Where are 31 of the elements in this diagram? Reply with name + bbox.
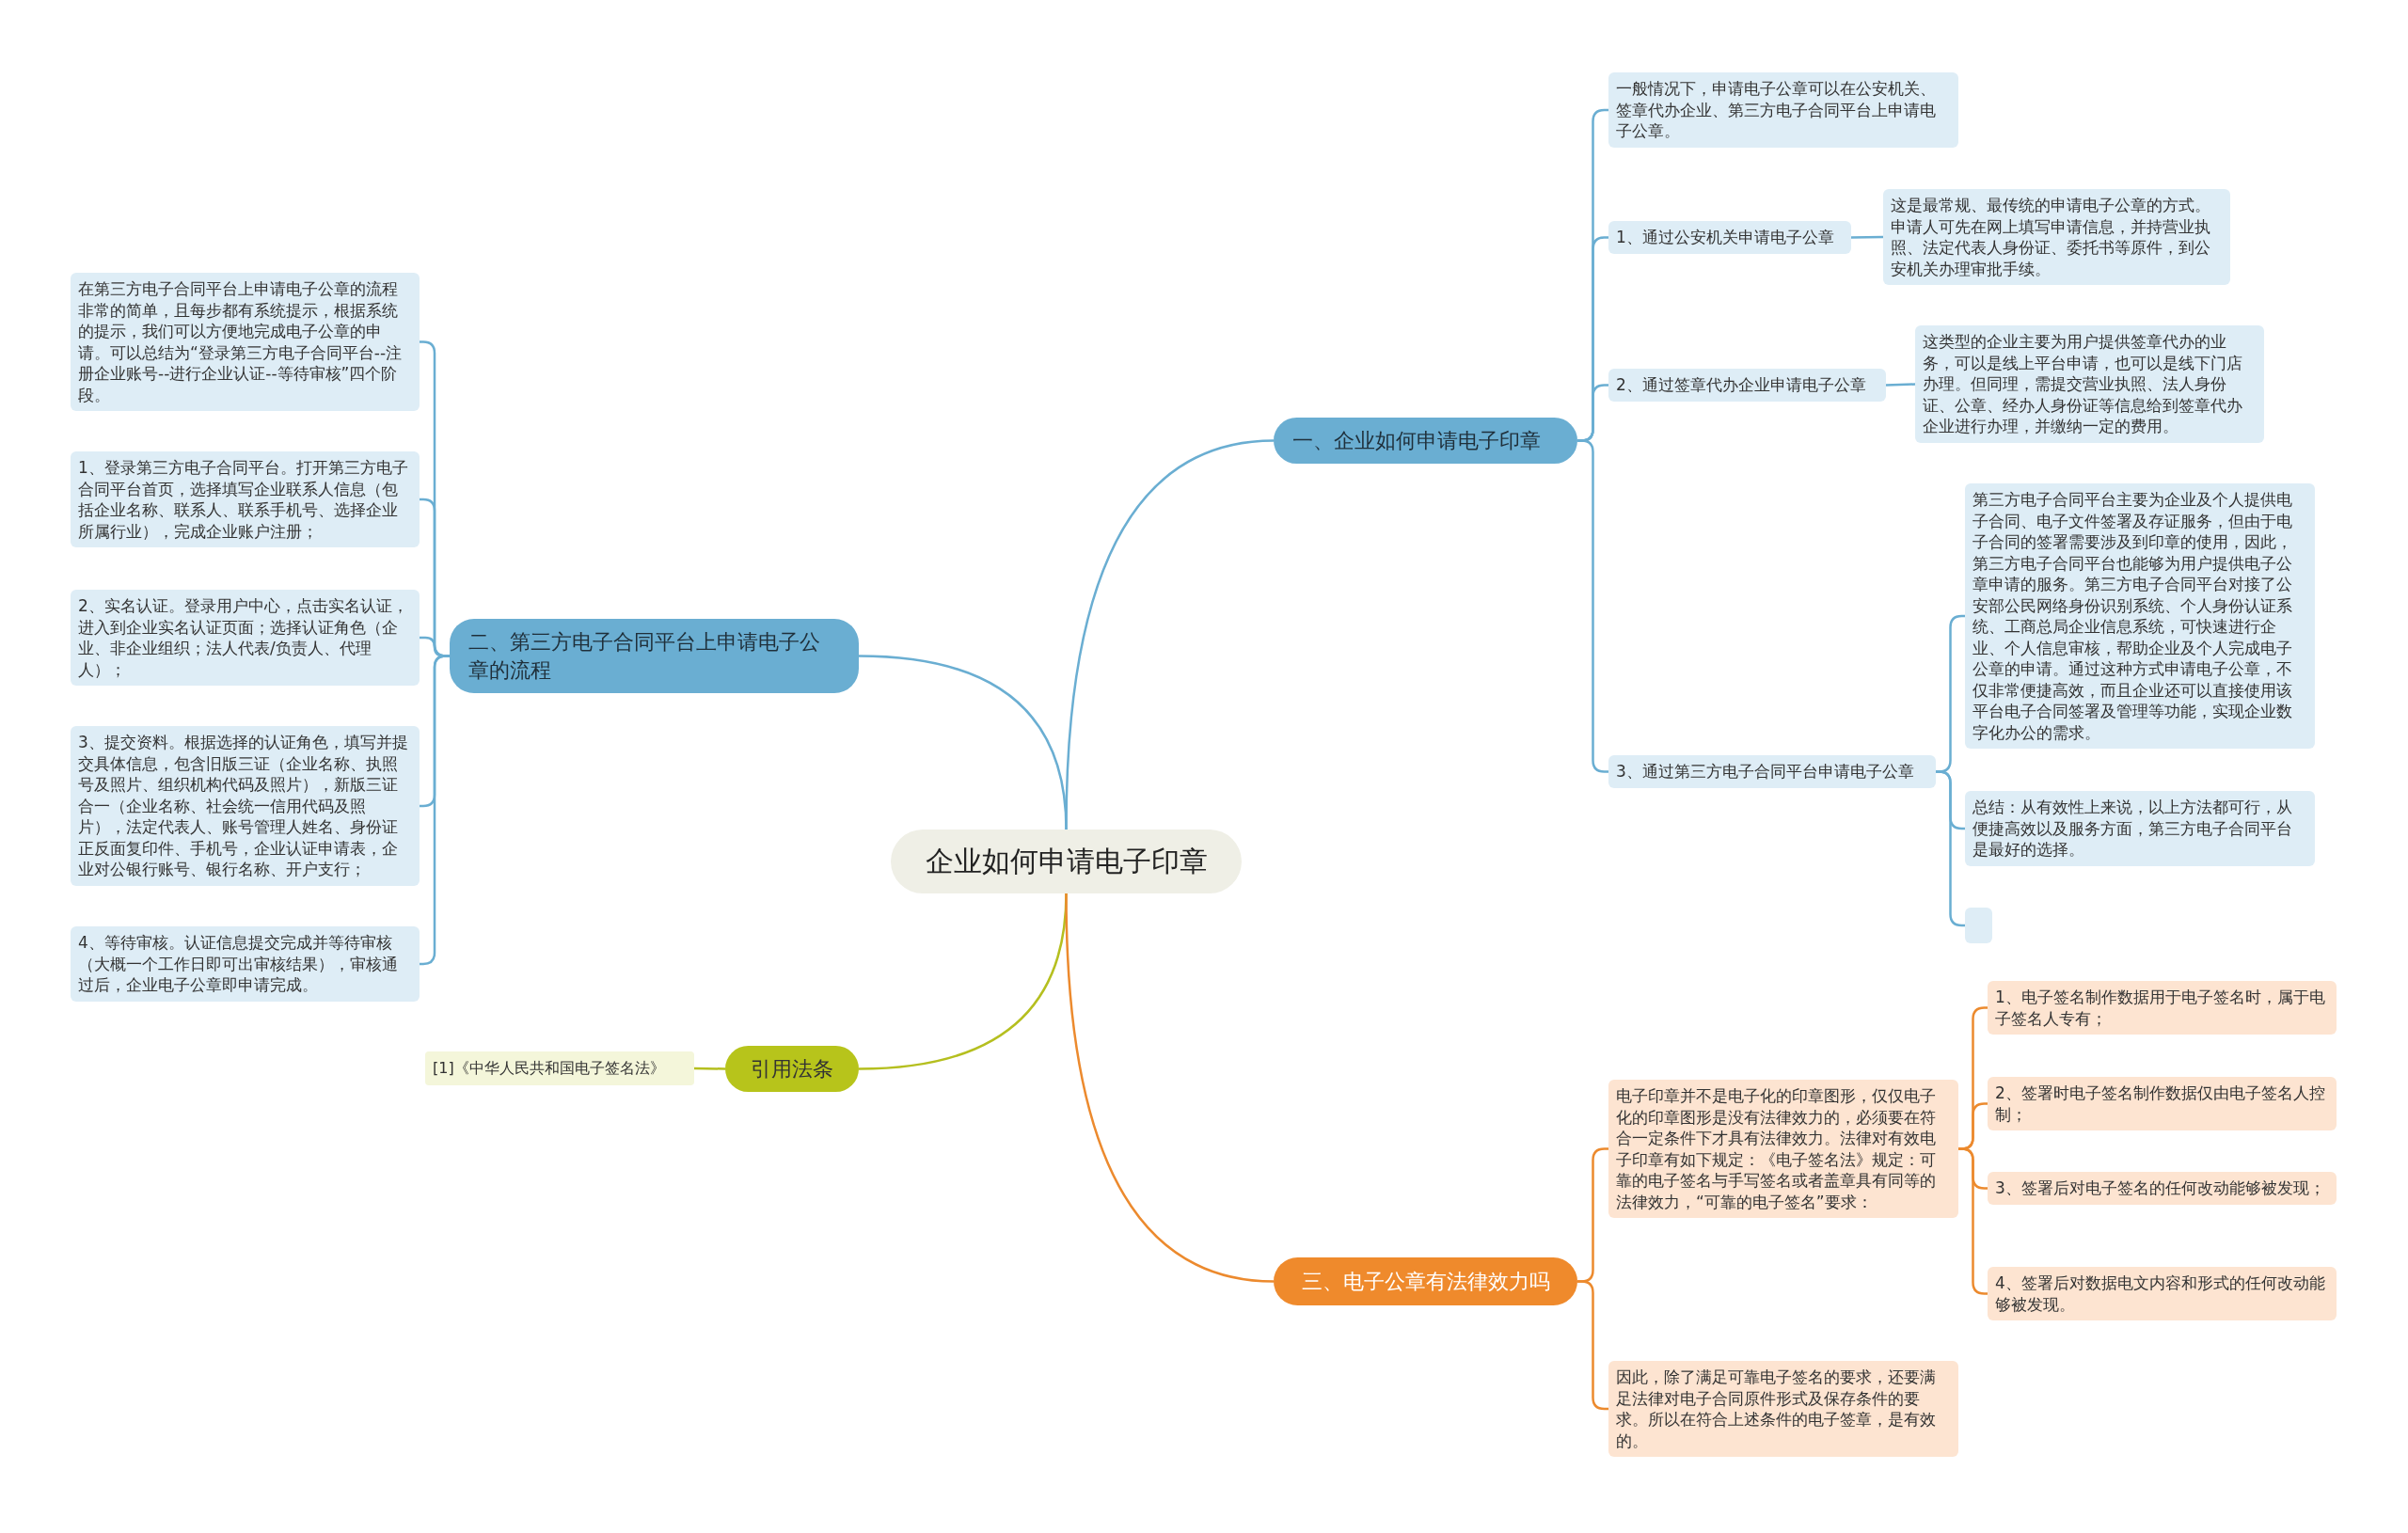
- connector-line: [858, 655, 1068, 830]
- topic-box: 在第三方电子合同平台上申请电子公章的流程非常的简单，且每步都有系统提示，根据系统的提示，我们可以方便地完成电子公章的申请。可以总结为“登录第三方电子合同平台--注册企业账号--进行企业认证--等待审核”四个阶段。: [71, 273, 420, 411]
- connector-line: [1851, 235, 1883, 239]
- topic-box: 这是最常规、最传统的申请电子公章的方式。申请人可先在网上填写申请信息，并持营业执照、法定代表人身份证、委托书等原件，到公安机关办理审批手续。: [1883, 189, 2230, 285]
- topic-box: 这类型的企业主要为用户提供签章代办的业务，可以是线上平台申请，也可以是线下门店办理。但同理，需提交营业执照、法人身份证、公章、经办人身份证等信息给到签章代办企业进行办理，并缴纳一定的费用。: [1915, 325, 2264, 443]
- topic-box: 电子印章并不是电子化的印章图形，仅仅电子化的印章图形是没有法律效力的，必须要在符合一定条件下才具有法律效力。法律对有效电子印章有如下规定：《电子签名法》规定：可靠的电子签名与手写签名或者盖章具有同等的法律效力，“可靠的电子签名”要求：: [1608, 1080, 1958, 1218]
- topic-box: 总结：从有效性上来说，以上方法都可行，从便捷高效以及服务方面，第三方电子合同平台是最好的选择。: [1965, 791, 2315, 866]
- topic-box: 3、提交资料。根据选择的认证角色，填写并提交具体信息，包含旧版三证（企业名称、执照号及照片、组织机构代码及照片），新版三证合一（企业名称、社会统一信用代码及照片），法定代表人、账号管理人姓名、身份证正反面复印件、手机号，企业认证申请表，企业对公银行账号、银行名称、开户支行；: [71, 726, 420, 886]
- topic-box: 1、电子签名制作数据用于电子签名时，属于电子签名人专有；: [1988, 981, 2337, 1035]
- topic-box: 3、通过第三方电子合同平台申请电子公章: [1608, 755, 1936, 788]
- branch-topic: 引用法条: [725, 1046, 859, 1092]
- branch-topic: 一、企业如何申请电子印章: [1274, 418, 1577, 464]
- topic-box: 1、登录第三方电子合同平台。打开第三方电子合同平台首页，选择填写企业联系人信息（包括企业名称、联系人、联系手机号、选择企业所属行业），完成企业账户注册；: [71, 451, 420, 547]
- topic-box: 3、签署后对电子签名的任何改动能够被发现；: [1988, 1172, 2337, 1205]
- topic-box: 一般情况下，申请电子公章可以在公安机关、签章代办企业、第三方电子合同平台上申请电子公章。: [1608, 72, 1958, 148]
- topic-box: 第三方电子合同平台主要为企业及个人提供电子合同、电子文件签署及存证服务，但由于电子合同的签署需要涉及到印章的使用，因此，第三方电子合同平台也能够为用户提供电子公章申请的服务。第三方电子合同平台对接了公安部公民网络身份识别系统、个人身份认证系统、工商总局企业信息系统，可快速进行企业、个人信息审核，帮助企业及个人完成电子公章的申请。通过这种方式申请电子公章，不仅非常便捷高效，而且企业还可以直接使用该平台电子合同签署及管理等功能，实现企业数字化办公的需求。: [1965, 483, 2315, 749]
- topic-box: 4、等待审核。认证信息提交完成并等待审核（大概一个工作日即可出审核结果），审核通过后，企业电子公章即申请完成。: [71, 926, 420, 1002]
- topic-box: 因此，除了满足可靠电子签名的要求，还要满足法律对电子合同原件形式及保存条件的要求。所以在符合上述条件的电子签章，是有效的。: [1608, 1361, 1958, 1457]
- central-topic: 企业如何申请电子印章: [891, 830, 1242, 893]
- connector-line: [694, 1067, 725, 1070]
- connector-line: [1885, 383, 1916, 387]
- branch-topic: 三、电子公章有法律效力吗: [1274, 1257, 1577, 1305]
- topic-box: 1、通过公安机关申请电子公章: [1608, 221, 1851, 254]
- connector-line: [1065, 893, 1275, 1283]
- topic-box: 2、实名认证。登录用户中心，点击实名认证，进入到企业实名认证页面；选择认证角色（企业、非企业组织；法人代表/负责人、代理人）；: [71, 590, 420, 686]
- topic-box: 2、通过签章代办企业申请电子公章: [1608, 369, 1886, 402]
- topic-box: 2、签署时电子签名制作数据仅由电子签名人控制；: [1988, 1077, 2337, 1130]
- topic-box: [1]《中华人民共和国电子签名法》: [425, 1051, 694, 1085]
- topic-box: 4、签署后对数据电文内容和形式的任何改动能够被发现。: [1988, 1267, 2337, 1320]
- branch-topic: 二、第三方电子合同平台上申请电子公章的流程: [450, 619, 859, 693]
- empty-topic-box: [1965, 908, 1992, 943]
